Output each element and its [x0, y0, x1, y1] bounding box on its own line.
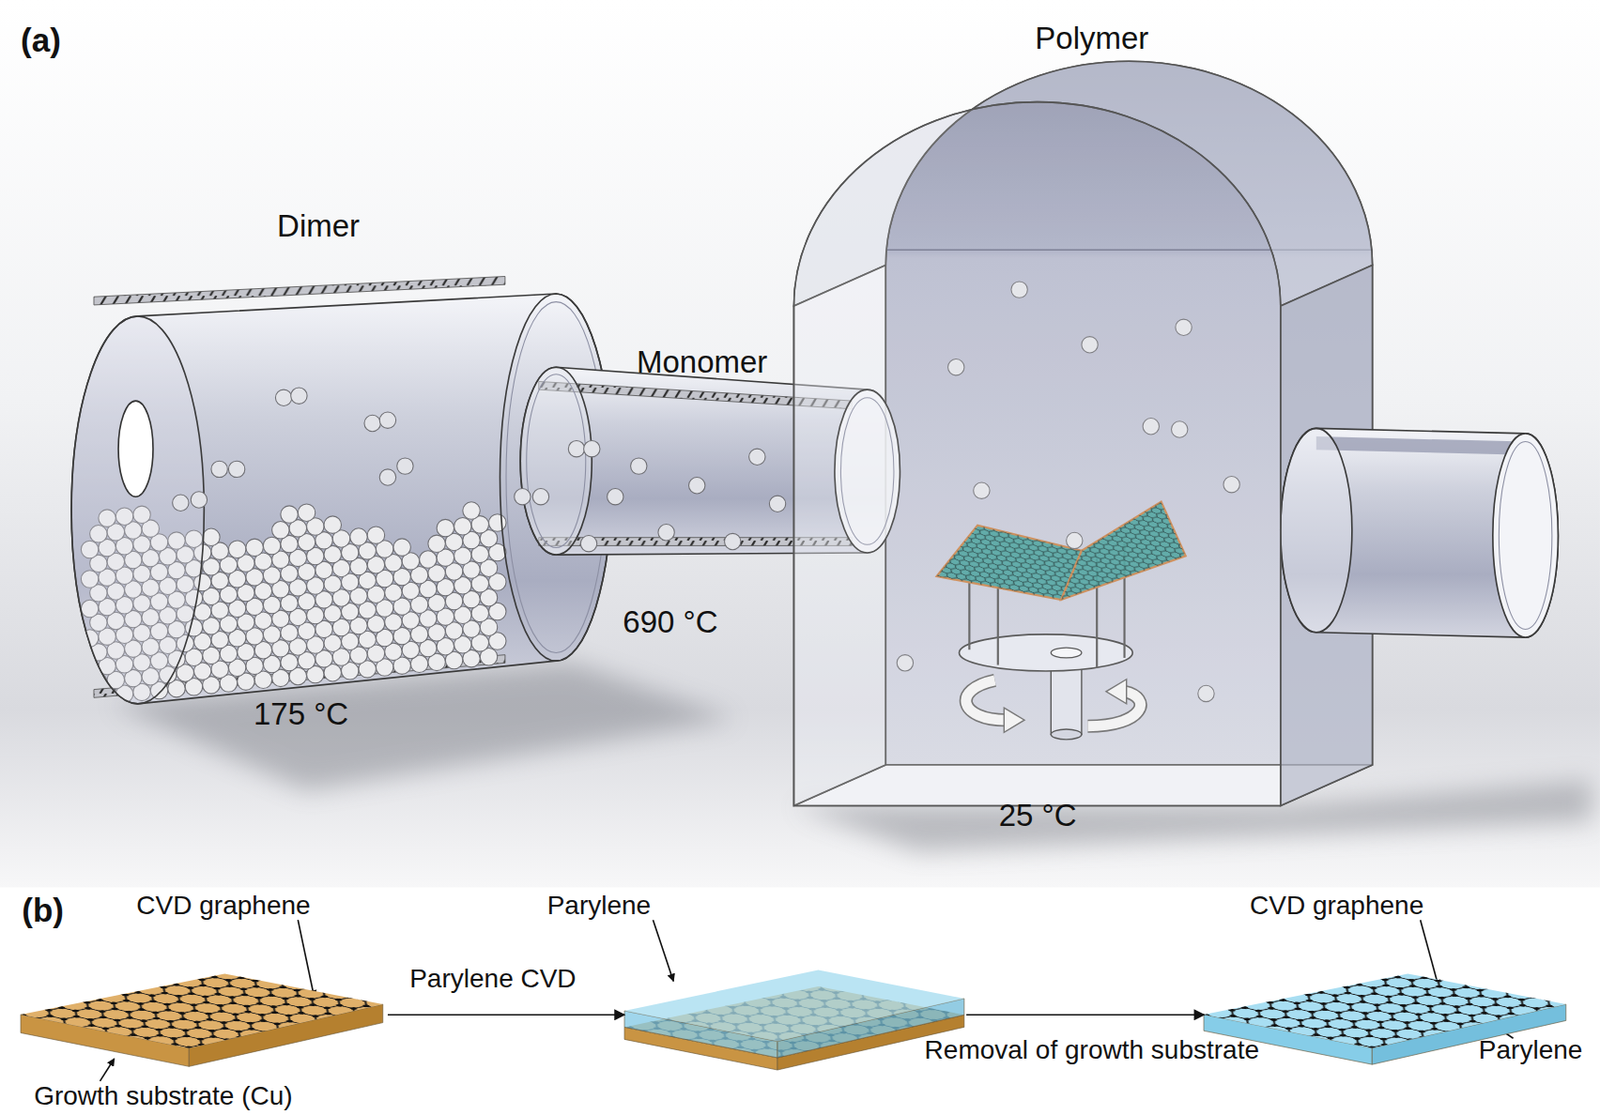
dimer-particle: [228, 540, 246, 558]
sample-stack: CVD grapheneParylene: [1203, 969, 1570, 1077]
vapor-particle: [658, 524, 675, 541]
illustration-part: [71, 293, 613, 705]
vapor-particle: [514, 489, 531, 506]
layer-label: Parylene: [547, 892, 652, 922]
part-label: Monomer: [636, 345, 768, 380]
sample-stack: CVD grapheneGrowth substrate (Cu): [20, 969, 388, 1077]
illustration-part: [1280, 428, 1353, 632]
vapor-particle: [211, 461, 228, 477]
dimer-particle: [428, 535, 446, 553]
illustration-part: [1280, 428, 1559, 638]
vapor-particle: [568, 440, 585, 457]
vapor-particle: [379, 412, 396, 429]
vapor-particle: [291, 387, 308, 404]
illustration-part: [112, 662, 736, 791]
illustration-part: [1498, 442, 1553, 631]
dimer-particle: [202, 528, 220, 546]
dimer-particle: [489, 514, 507, 532]
dimer-particle: [262, 537, 280, 554]
sample-stack: Parylene: [624, 964, 967, 1087]
illustration-scale: [0, 0, 1600, 1082]
illustration-part: [297, 920, 314, 999]
vapor-particle: [190, 492, 207, 508]
vapor-particle: [397, 458, 414, 475]
vapor-particle: [724, 533, 741, 550]
dimer-particle: [80, 689, 98, 707]
dimer-chamber: [71, 276, 613, 707]
vapor-particle: [580, 536, 597, 553]
connector-group: [387, 1015, 1204, 1016]
layer-stack: [624, 969, 965, 1070]
layer-label: CVD graphene: [1249, 892, 1424, 922]
vapor-particle: [532, 489, 549, 506]
part-label: Polymer: [1034, 21, 1149, 56]
layer-top: [624, 969, 965, 1042]
part-label: 175 °C: [253, 697, 349, 732]
inlet-hole: [118, 400, 154, 497]
chamber-front: [793, 102, 1280, 807]
part-label: 25 °C: [999, 799, 1077, 833]
illustration-part: [1316, 436, 1526, 456]
vapor-particle: [275, 389, 292, 406]
part-label: Dimer: [276, 209, 360, 244]
dimer-particle: [367, 526, 385, 544]
dimer-particle: [436, 519, 454, 537]
vapor-particle: [172, 494, 189, 511]
illustration-part: [652, 920, 674, 982]
layer-stack: [20, 974, 384, 1068]
polymer-chamber: [172, 61, 1559, 806]
illustration-part: [506, 302, 606, 654]
outlet-tube: [1280, 428, 1559, 638]
panel-letter: (b): [21, 892, 64, 930]
vapor-particle: [607, 489, 624, 506]
part-label: 690 °C: [622, 605, 718, 640]
illustration-part: [1492, 433, 1559, 638]
layer-label: CVD graphene: [136, 892, 310, 922]
illustration-part: [526, 374, 586, 549]
process-arrow: [387, 1015, 625, 1017]
layer-stack-drawing: [20, 969, 388, 1077]
vapor-particle: [228, 461, 245, 477]
vapor-particle: [364, 415, 381, 431]
vapor-particle: [630, 458, 647, 475]
dimer-particle: [272, 522, 290, 539]
heater-coil: [93, 276, 506, 305]
layer-label: Growth substrate (Cu): [33, 1082, 293, 1112]
dimer-particle: [454, 518, 472, 536]
dimer-particle: [462, 502, 480, 520]
graphene-lattice: [20, 974, 384, 1049]
dimer-particle: [280, 506, 298, 524]
vapor-particle: [769, 495, 785, 512]
vapor-particle: [689, 477, 706, 494]
dimer-particle: [246, 538, 263, 556]
dimer-particle: [323, 516, 341, 534]
step-label: Removal of growth substrate: [924, 1036, 1260, 1066]
layer-label: Parylene: [1478, 1036, 1584, 1066]
dimer-particle: [419, 551, 437, 569]
process-arrow: [966, 1015, 1204, 1017]
panel-letter: (a): [20, 22, 62, 60]
layer-stack-drawing: [624, 964, 967, 1087]
layer-top: [20, 974, 384, 1049]
vapor-particle: [584, 440, 600, 457]
vapor-particle: [749, 448, 766, 465]
dimer-particle: [350, 528, 368, 546]
illustration-part: [520, 367, 592, 555]
step-label: Parylene CVD: [409, 965, 576, 995]
vapor-particle: [379, 469, 396, 486]
illustration-part: [99, 1059, 114, 1082]
background: [0, 0, 1600, 888]
dimer-particle: [297, 504, 315, 522]
illustration-part: [71, 316, 204, 705]
dimer-particle: [393, 538, 411, 556]
